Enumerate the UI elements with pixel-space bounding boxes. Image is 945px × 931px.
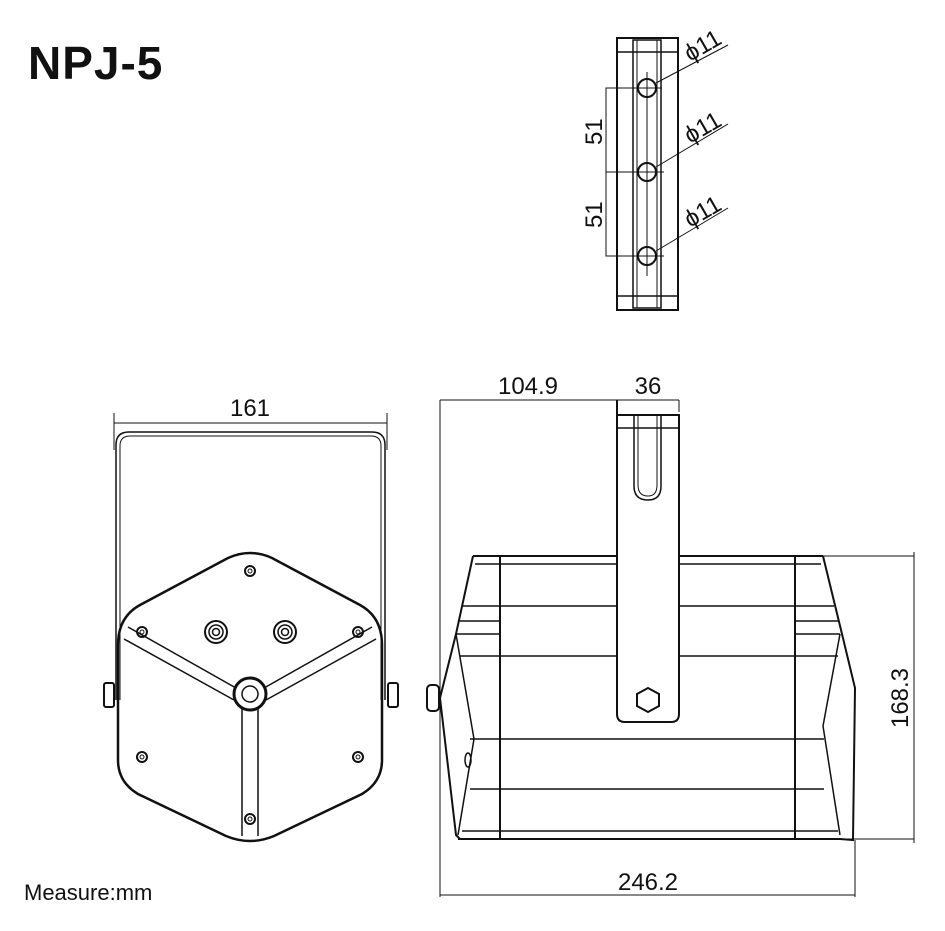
- hole-spacing-label: 51: [581, 201, 608, 228]
- bracket-detail: [605, 37, 729, 311]
- hole-spacing-label: 51: [581, 118, 608, 145]
- hole-diameter-label: ϕ11: [680, 107, 727, 150]
- front-view: [103, 413, 399, 843]
- offset-label: 104.9: [498, 373, 558, 400]
- bracket-width-label: 36: [635, 373, 662, 400]
- height-label: 168.3: [887, 668, 914, 728]
- front-width-label: 161: [230, 395, 270, 422]
- hole-diameter-label: ϕ11: [680, 191, 727, 234]
- units-note: Measure:mm: [24, 880, 153, 905]
- hole-diameter-label: ϕ11: [680, 25, 727, 68]
- side-view: [426, 399, 915, 897]
- model-title: NPJ-5: [28, 37, 164, 89]
- length-label: 246.2: [618, 869, 678, 896]
